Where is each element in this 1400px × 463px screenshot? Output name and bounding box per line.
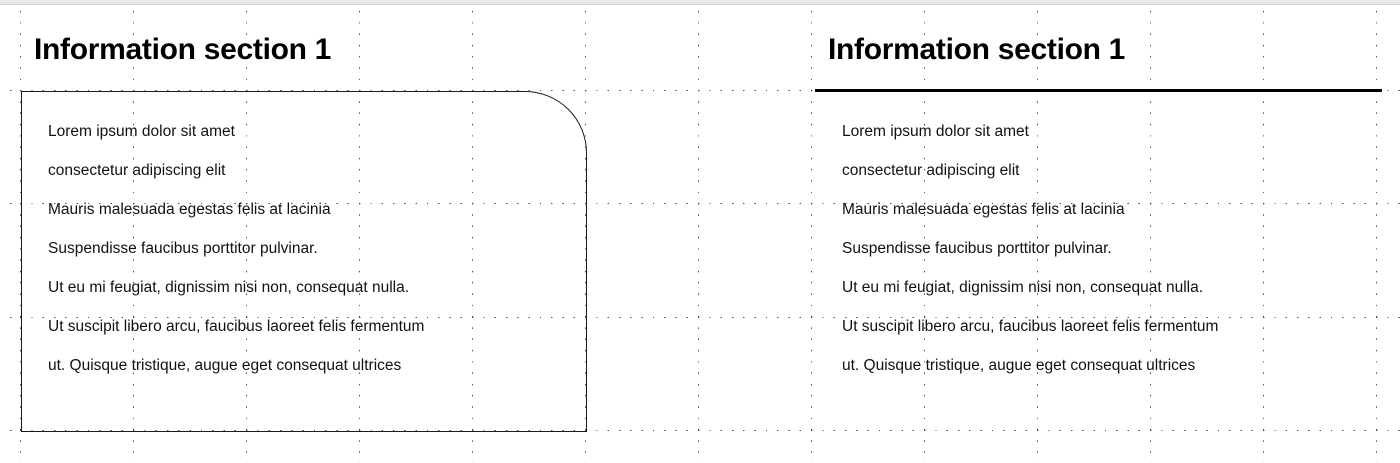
content-box-left (21, 91, 587, 432)
body-line: Ut suscipit libero arcu, faucibus laoree… (842, 318, 1219, 335)
page-title-left: Information section 1 (34, 33, 332, 66)
body-line: Ut suscipit libero arcu, faucibus laoree… (48, 318, 425, 335)
body-text-right: Lorem ipsum dolor sit amet consectetur ad… (842, 112, 1218, 385)
grid-column-0 (20, 0, 22, 463)
body-line: Lorem ipsum dolor sit amet (48, 123, 235, 140)
window-top-strip (0, 0, 1400, 5)
grid-column-12 (1376, 0, 1378, 463)
grid-column-9 (1037, 0, 1039, 463)
body-line: Suspendisse faucibus porttitor pulvinar. (48, 240, 318, 257)
grid-row-3 (0, 430, 1400, 432)
grid-row-0 (0, 90, 1400, 92)
grid-row-2 (0, 317, 1400, 319)
body-line: ut. Quisque tristique, augue eget conseq… (48, 357, 402, 374)
body-line: ut. Quisque tristique, augue eget conseq… (842, 357, 1196, 374)
heading-divider-right (815, 89, 1382, 92)
body-line: Suspendisse faucibus porttitor pulvinar. (842, 240, 1112, 257)
grid-column-10 (1150, 0, 1152, 463)
body-text-left: Lorem ipsum dolor sit amet consectetur ad… (48, 112, 424, 385)
grid-column-2 (246, 0, 248, 463)
grid-column-6 (698, 0, 700, 463)
body-line: Mauris malesuada egestas felis at lacini… (842, 201, 1125, 218)
page-title-right: Information section 1 (828, 33, 1126, 66)
grid-column-1 (133, 0, 135, 463)
grid-row-1 (0, 203, 1400, 205)
grid-column-8 (924, 0, 926, 463)
grid-column-3 (359, 0, 361, 463)
grid-column-11 (1263, 0, 1265, 463)
body-line: consectetur adipiscing elit (48, 162, 226, 179)
grid-column-4 (472, 0, 474, 463)
body-line: Lorem ipsum dolor sit amet (842, 123, 1029, 140)
grid-column-5 (585, 0, 587, 463)
body-line: Ut eu mi feugiat, dignissim nisi non, co… (48, 279, 410, 296)
body-line: consectetur adipiscing elit (842, 162, 1020, 179)
body-line: Mauris malesuada egestas felis at lacini… (48, 201, 331, 218)
body-line: Ut eu mi feugiat, dignissim nisi non, co… (842, 279, 1204, 296)
grid-column-7 (811, 0, 813, 463)
